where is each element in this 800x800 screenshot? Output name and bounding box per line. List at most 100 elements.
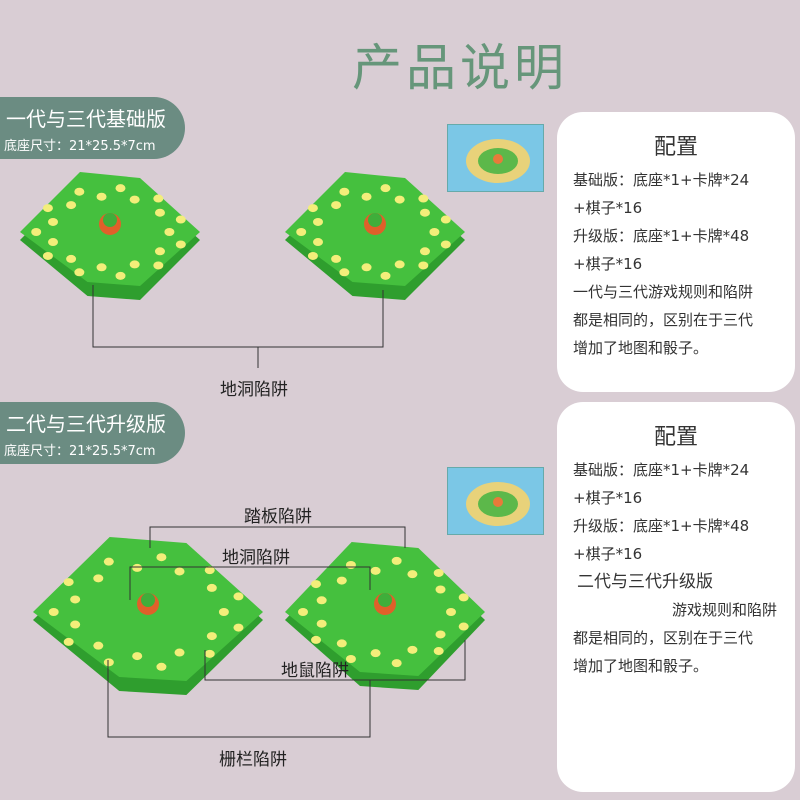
- board-space: [336, 639, 347, 648]
- board-space: [31, 228, 42, 237]
- board-space: [156, 662, 167, 671]
- board-space: [174, 648, 185, 657]
- board-space: [331, 254, 342, 263]
- board-space: [70, 620, 81, 629]
- version-badge-upgrade: 二代与三代升级版 底座尺寸：21*25.5*7cm: [0, 402, 185, 464]
- board-space: [233, 592, 244, 601]
- board-space: [96, 192, 107, 201]
- card-line: +棋子*16: [573, 545, 643, 563]
- board-space: [48, 238, 59, 247]
- board-space: [361, 192, 372, 201]
- size-text: 底座尺寸：21*25.5*7cm: [4, 444, 156, 459]
- card-line: 二代与三代升级版: [577, 572, 713, 592]
- board-space: [313, 238, 324, 247]
- trap-label-pedal: 踏板陷阱: [244, 507, 312, 527]
- trap-label-fence: 栅栏陷阱: [219, 750, 287, 770]
- card-line: 升级版：底座*1+卡牌*48: [573, 227, 750, 245]
- board-space: [42, 251, 53, 260]
- board-space: [63, 637, 74, 646]
- card-line: 都是相同的，区别在于三代: [573, 629, 754, 647]
- board-space: [307, 251, 318, 260]
- page-title: 产品说明: [352, 39, 568, 97]
- board-space: [175, 240, 186, 249]
- card-line: 基础版：底座*1+卡牌*24: [573, 461, 750, 479]
- board-space: [361, 263, 372, 272]
- version-badge-basic: 一代与三代基础版 底座尺寸：21*25.5*7cm: [0, 97, 185, 159]
- board-space: [370, 649, 381, 658]
- card-line: 增加了地图和骰子。: [573, 657, 709, 675]
- board-space: [154, 247, 165, 256]
- board-space: [233, 623, 244, 632]
- board-space: [458, 593, 469, 602]
- board-space: [407, 570, 418, 579]
- board-space: [206, 583, 217, 592]
- board-space: [307, 204, 318, 213]
- board-space: [164, 228, 175, 236]
- config-card-basic: 配置 基础版：底座*1+卡牌*24 +棋子*16 升级版：底座*1+卡牌*48 …: [557, 112, 795, 392]
- board-space: [331, 201, 342, 210]
- card-line: 基础版：底座*1+卡牌*24: [573, 171, 750, 189]
- board-space: [66, 254, 77, 263]
- board-space: [380, 184, 391, 193]
- board-space: [433, 647, 444, 656]
- board-space: [339, 268, 350, 277]
- board-space: [103, 557, 114, 566]
- board-space: [336, 576, 347, 585]
- board-space: [103, 658, 114, 667]
- board-space: [316, 596, 327, 605]
- board-space: [429, 228, 440, 236]
- callout-lines: [92, 285, 466, 738]
- board-space: [154, 208, 165, 217]
- board-space: [153, 194, 164, 203]
- card-line: 游戏规则和陷阱: [671, 601, 777, 619]
- trap-label-hole: 地洞陷阱: [220, 380, 288, 400]
- board-space: [419, 247, 430, 256]
- board-space: [440, 215, 451, 224]
- board-space: [380, 271, 391, 280]
- game-map-image: [447, 467, 544, 535]
- board-space: [129, 260, 140, 269]
- board-space: [74, 187, 85, 196]
- board-space: [66, 201, 77, 210]
- card-heading: 配置: [653, 425, 698, 450]
- board-space: [296, 228, 307, 237]
- badge-title: 一代与三代基础版: [6, 107, 166, 131]
- board-space: [174, 567, 185, 576]
- config-card-upgrade: 配置 基础版：底座*1+卡牌*24 +棋子*16 升级版：底座*1+卡牌*48 …: [557, 402, 795, 792]
- board-space: [206, 632, 217, 641]
- board-space: [391, 556, 402, 565]
- board-space: [153, 261, 164, 270]
- board-space: [175, 215, 186, 224]
- card-line: +棋子*16: [573, 255, 643, 273]
- board-space: [418, 194, 429, 203]
- board-space: [394, 260, 405, 269]
- card-line: +棋子*16: [573, 199, 643, 217]
- board-space: [394, 195, 405, 204]
- board-space: [311, 635, 322, 644]
- card-line: 都是相同的，区别在于三代: [573, 311, 754, 329]
- board-space: [370, 566, 381, 575]
- board-space: [435, 630, 446, 639]
- board-space: [418, 261, 429, 270]
- board-space: [132, 652, 143, 661]
- board-space: [96, 263, 107, 272]
- board-space: [218, 608, 229, 616]
- board-space: [48, 217, 59, 226]
- board-space: [115, 271, 126, 280]
- board-space: [70, 595, 81, 604]
- board-space: [156, 553, 167, 562]
- board-space: [311, 580, 322, 589]
- board-space: [345, 654, 356, 663]
- board-space: [42, 204, 53, 213]
- board-space: [440, 240, 451, 249]
- board-space: [446, 608, 456, 616]
- board-space: [391, 659, 402, 668]
- board-space: [204, 566, 215, 575]
- card-line: 升级版：底座*1+卡牌*48: [573, 517, 750, 535]
- board-space: [313, 217, 324, 226]
- badge-title: 二代与三代升级版: [6, 412, 166, 436]
- board-space: [407, 645, 418, 654]
- board-space: [345, 561, 356, 570]
- board-space: [63, 578, 74, 587]
